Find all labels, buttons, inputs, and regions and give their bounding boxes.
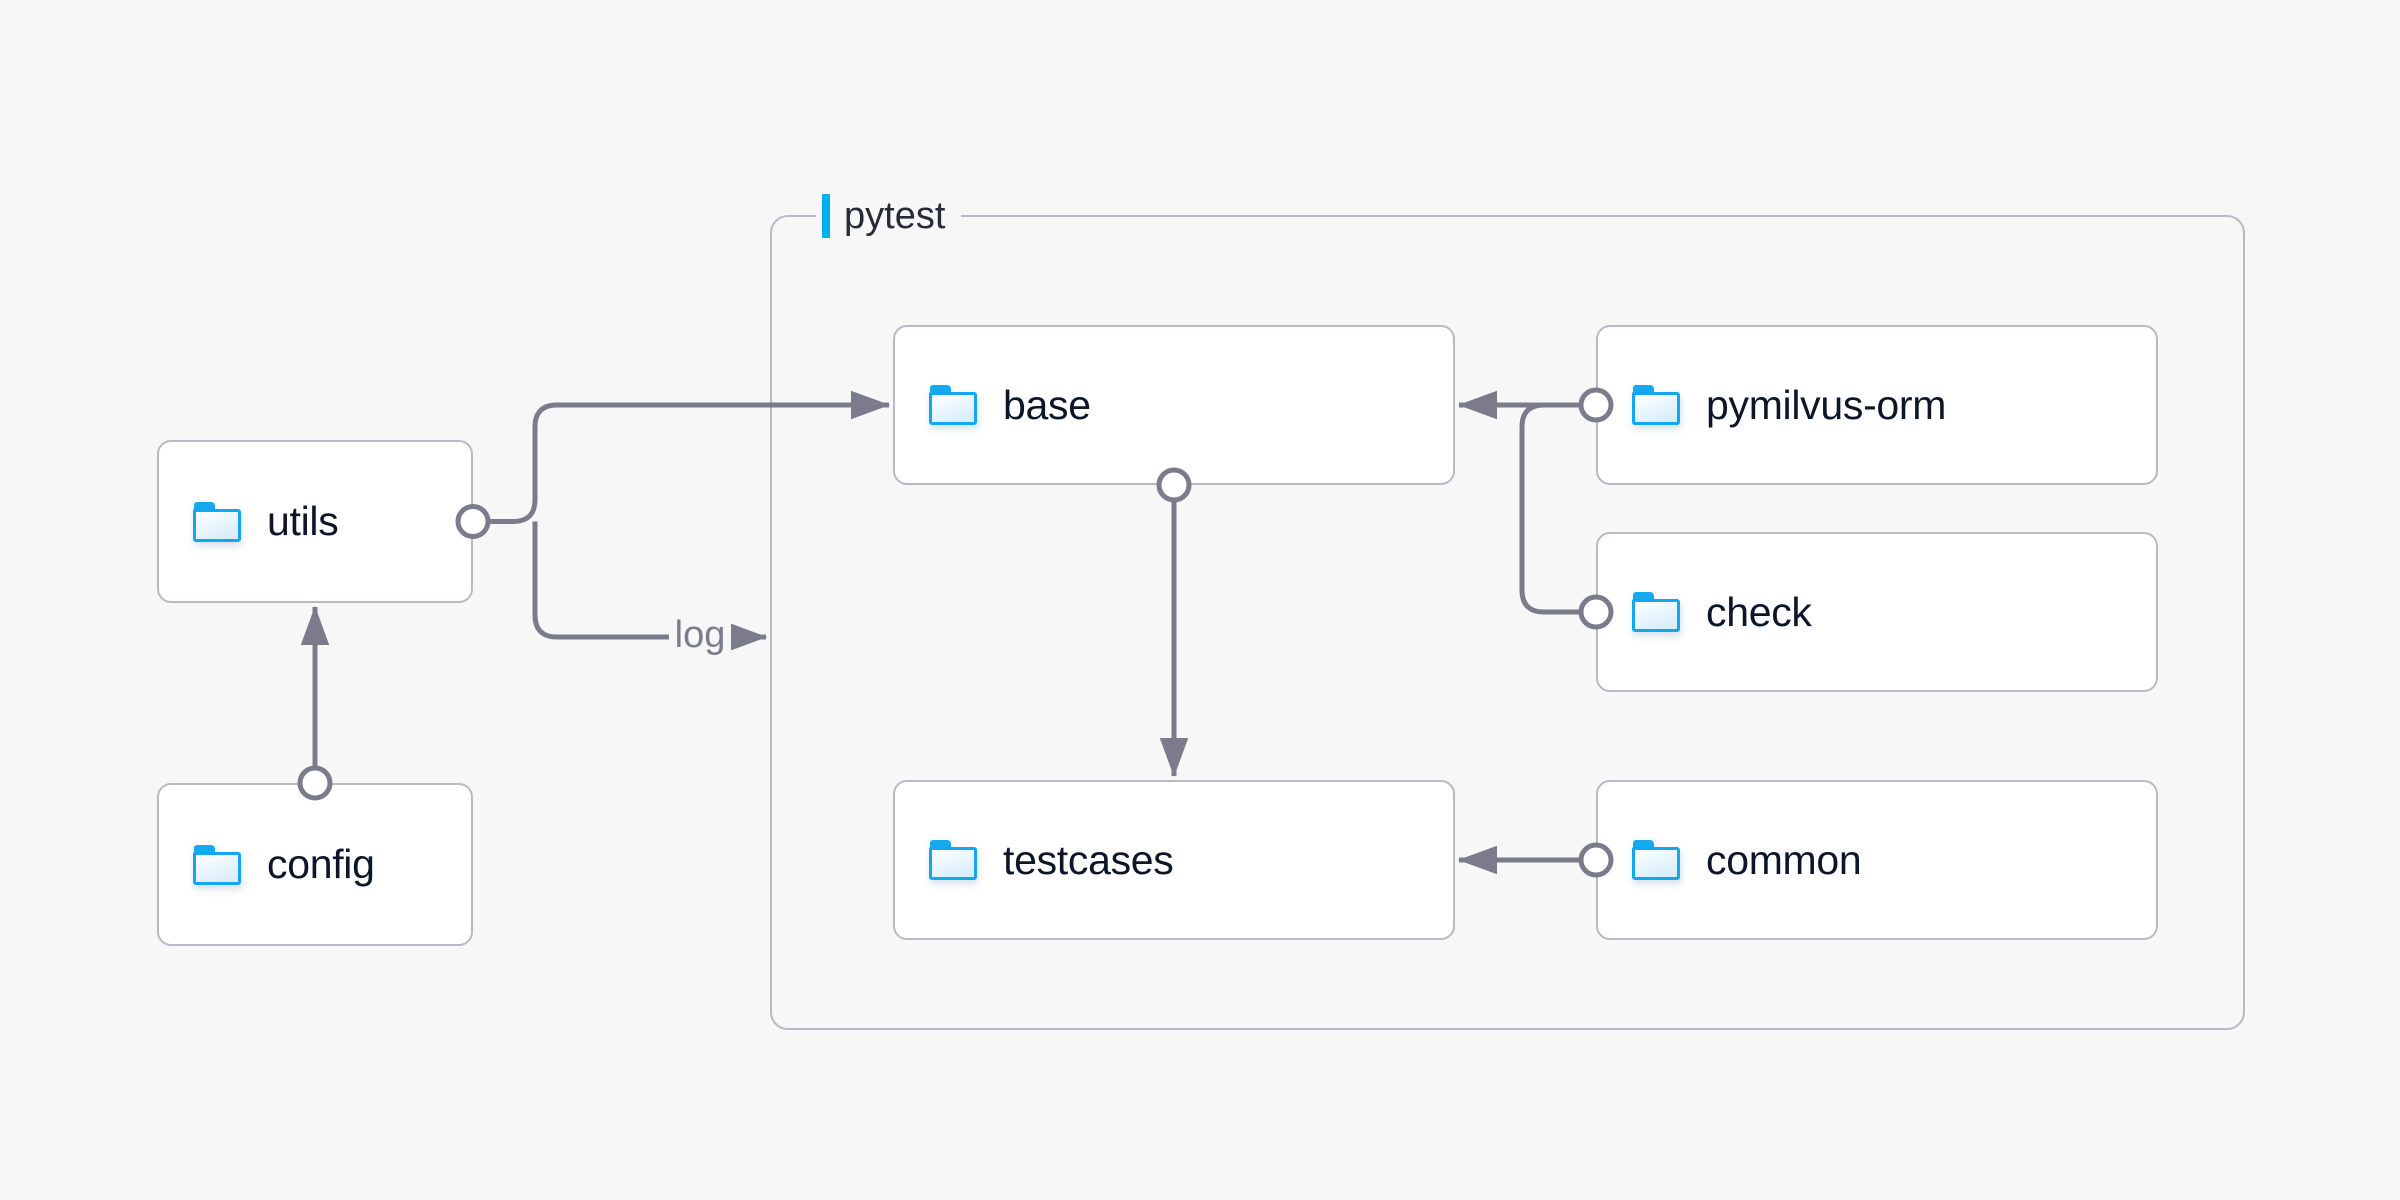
edge-endpoint-handle[interactable] [1578,387,1614,423]
node-config[interactable]: config [157,783,473,946]
folder-icon [193,844,241,885]
folder-icon-body [929,847,977,880]
folder-icon-body [1632,392,1680,425]
edge-path [488,390,891,524]
group-label-pytest: pytest [822,194,956,238]
node-label-config: config [267,841,375,887]
edge-label-log: log [668,616,732,654]
node-common[interactable]: common [1596,780,2158,940]
edge-path [532,521,676,640]
folder-icon-tab [930,840,951,850]
folder-icon [1632,840,1680,880]
node-label-pymilvus-orm: pymilvus-orm [1706,381,1947,428]
folder-icon [193,501,241,542]
edge-endpoint-handle[interactable] [1578,842,1614,878]
folder-icon-tab [194,844,215,855]
folder-icon-tab [1633,385,1654,395]
folder-icon [929,385,977,425]
folder-icon-tab [930,385,951,395]
node-label-testcases: testcases [1003,836,1174,883]
node-label-common: common [1706,836,1862,883]
edge-endpoint-handle[interactable] [1578,594,1614,630]
group-title-text: pytest [844,197,956,235]
accent-bar-icon [822,194,830,238]
edge-endpoint-handle[interactable] [455,504,491,539]
folder-icon-body [193,851,241,885]
edge-endpoint-handle[interactable] [297,765,333,801]
node-label-base: base [1003,381,1091,428]
folder-icon-tab [1633,840,1654,850]
node-label-check: check [1706,588,1812,635]
folder-icon [1632,385,1680,425]
folder-icon-body [929,392,977,425]
folder-icon-body [1632,599,1680,632]
folder-icon [1632,592,1680,632]
node-utils[interactable]: utils [157,440,473,603]
folder-icon [929,840,977,880]
edge-endpoint-handle[interactable] [1156,467,1192,503]
folder-icon-body [1632,847,1680,880]
node-label-utils: utils [267,498,339,544]
edge-path [1519,402,1581,615]
folder-icon-body [193,508,241,542]
folder-icon-tab [1633,592,1654,602]
node-pymilvus-orm[interactable]: pymilvus-orm [1596,325,2158,485]
node-testcases[interactable]: testcases [893,780,1455,940]
folder-icon-tab [194,501,215,512]
node-base[interactable]: base [893,325,1455,485]
